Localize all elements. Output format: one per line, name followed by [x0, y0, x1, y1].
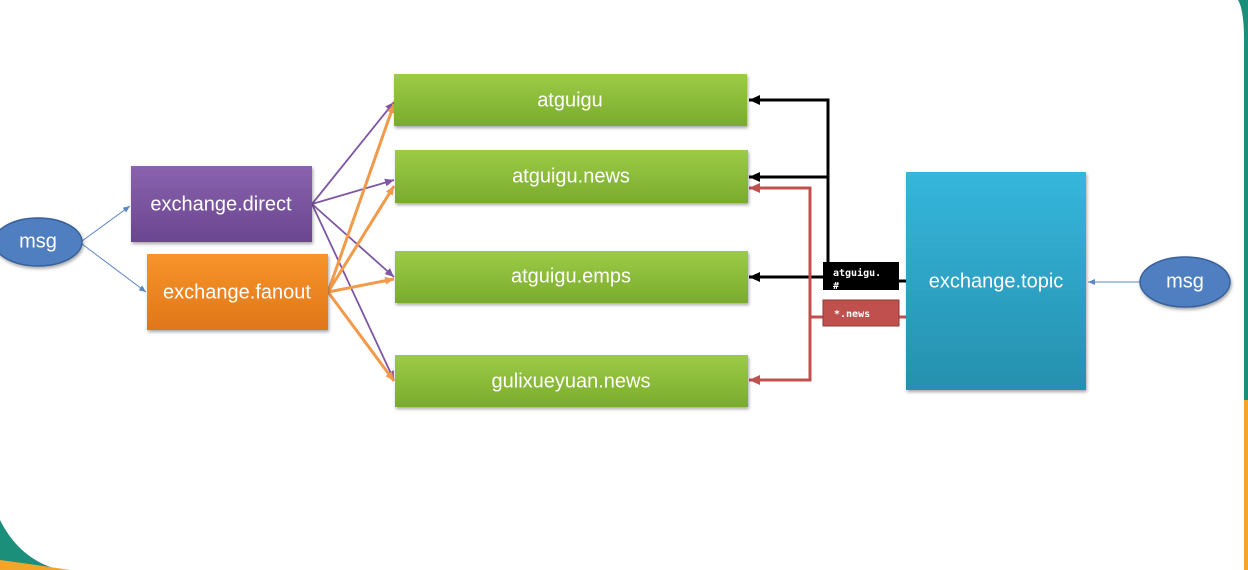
msg-node-right: msg — [1139, 256, 1231, 308]
exchange-direct-node: exchange.direct — [131, 166, 312, 242]
arrow-direct-to-atguigu-news — [311, 178, 395, 205]
routing-key-hash-line1: atguigu. — [833, 267, 881, 279]
routing-key-hash-line2: # — [833, 281, 839, 292]
slide-corner-stripe-left — [0, 560, 70, 570]
hash-route-bindings — [749, 95, 906, 283]
exchange-direct-label: exchange.direct — [150, 193, 292, 215]
msg-node-left: msg — [0, 217, 83, 267]
routing-key-news: *.news — [822, 299, 900, 327]
queue-atguigu-news-label: atguigu.news — [512, 165, 630, 187]
arrow-topic-to-gulixueyuan-news — [749, 317, 812, 385]
queue-atguigu-news: atguigu.news — [395, 150, 748, 203]
queue-atguigu-emps-label: atguigu.emps — [511, 265, 631, 287]
arrow-fanout-to-atguigu — [326, 103, 396, 293]
routing-key-hash: atguigu. # — [823, 262, 899, 292]
exchange-topic-node: exchange.topic — [906, 172, 1086, 390]
exchange-fanout-label: exchange.fanout — [163, 281, 311, 303]
queue-atguigu-emps: atguigu.emps — [395, 251, 748, 303]
queue-gulixueyuan-news: gulixueyuan.news — [395, 355, 748, 407]
msg-label-right: msg — [1166, 270, 1204, 292]
arrow-direct-to-atguigu-emps — [311, 203, 395, 278]
arrow-topic-to-atguigu — [749, 95, 906, 283]
arrow-msg-to-fanout — [81, 243, 147, 293]
slide-edge-stripe-right — [1244, 400, 1248, 570]
arrow-fanout-to-atguigu-news — [326, 185, 396, 293]
arrow-fanout-to-atguigu-emps — [327, 276, 395, 294]
queue-gulixueyuan-news-label: gulixueyuan.news — [492, 370, 651, 392]
arrow-fanout-to-gulixueyuan-news — [326, 291, 396, 382]
direct-bindings — [311, 101, 395, 381]
fanout-bindings — [326, 103, 396, 382]
slide-corner-decoration-left — [0, 520, 60, 570]
arrow-direct-to-atguigu — [311, 101, 395, 205]
queue-atguigu-label: atguigu — [537, 89, 603, 111]
arrow-direct-to-gulixueyuan-news — [311, 203, 395, 381]
routing-key-news-label: *.news — [834, 309, 870, 320]
exchange-topic-label: exchange.topic — [929, 270, 1064, 292]
exchange-fanout-node: exchange.fanout — [147, 254, 328, 330]
msg-label-left: msg — [19, 230, 57, 252]
arrow-msg-to-direct — [81, 205, 131, 242]
queue-atguigu: atguigu — [394, 74, 747, 126]
